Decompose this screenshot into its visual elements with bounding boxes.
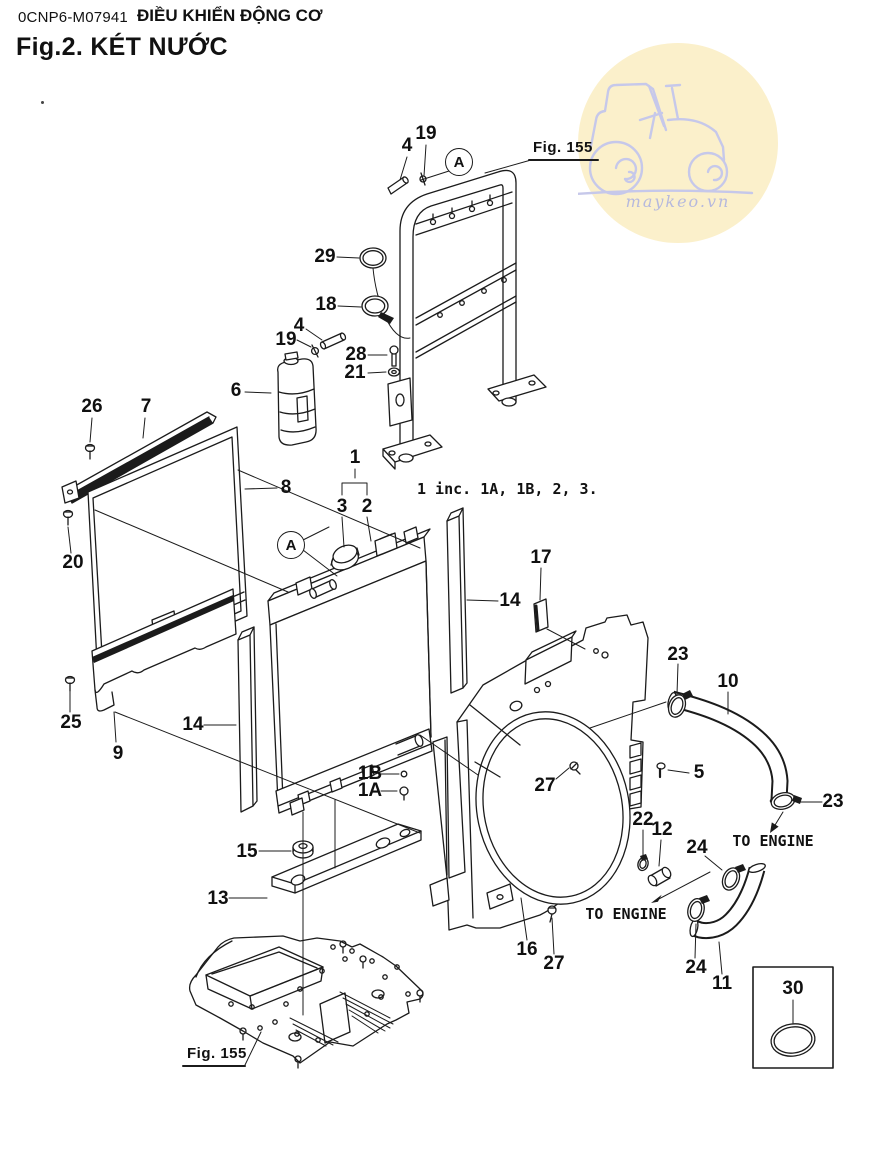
- mount-bar-drawing: [271, 823, 422, 894]
- fan-shroud-drawing: [429, 614, 666, 931]
- upper-hose-drawing: [667, 690, 802, 810]
- to-engine-note-lower: TO ENGINE: [585, 905, 667, 923]
- document-code: 0CNP6-M07941: [18, 9, 128, 26]
- includes-note: 1 inc. 1A, 1B, 2, 3.: [417, 480, 598, 498]
- leader-lines: [67, 144, 823, 1067]
- assembly-lines: [94, 469, 667, 1016]
- seal-17-drawing: [533, 598, 549, 633]
- reserve-tank-drawing: [277, 351, 317, 446]
- radiator-drawing: [267, 526, 433, 816]
- stray-dot: [41, 101, 44, 104]
- seal-strip-left-drawing: [237, 626, 258, 813]
- watermark-text: maykeo.vn: [625, 192, 731, 211]
- fig-ref-bottom: Fig. 155: [187, 1045, 247, 1062]
- upper-support-drawing: [61, 411, 217, 692]
- to-engine-note-upper: TO ENGINE: [732, 832, 814, 850]
- lower-net-drawing: [91, 588, 237, 712]
- base-plate-drawing: [188, 935, 424, 1069]
- overflow-fittings-drawing: [310, 247, 401, 377]
- detail-marker-a-top: A: [445, 148, 473, 176]
- seal-strip-right-drawing: [446, 507, 468, 694]
- fig-ref-top: Fig. 155: [533, 139, 593, 156]
- figure-title: Fig.2. KÉT NƯỚC: [16, 33, 228, 61]
- detail-marker-a-radiator: A: [277, 531, 305, 559]
- lower-hose-drawing: [637, 854, 766, 940]
- radiator-stay-drawing: [372, 169, 547, 470]
- tractor-icon: [578, 82, 754, 196]
- document-title: ĐIỀU KHIỂN ĐỘNG CƠ: [137, 6, 323, 25]
